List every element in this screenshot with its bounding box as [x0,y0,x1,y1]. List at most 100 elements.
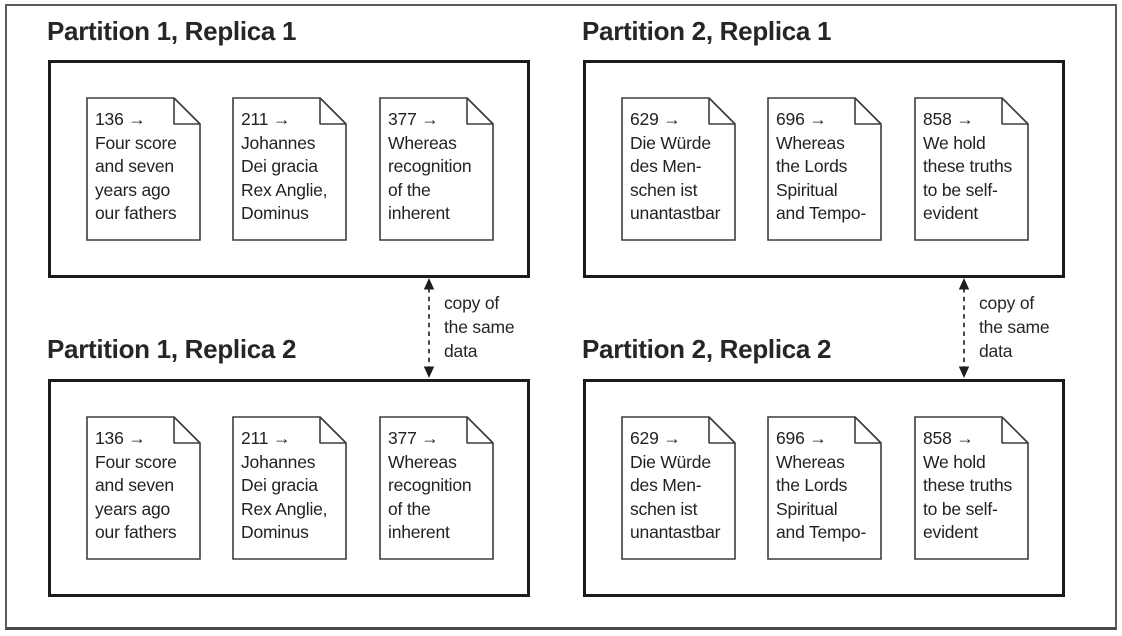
double-arrow-icon [958,278,970,378]
doc-line: Whereas [776,132,845,153]
panel-title-partition1-replica2: Partition 1, Replica 2 [47,334,297,364]
document-icon: 377 → Whereas recognition of the inheren… [379,97,494,241]
doc-line: Rex Anglie, [241,179,328,200]
doc-line: Dei gracia [241,475,318,495]
document-icon: 858 → We hold these truths to be self- e… [914,416,1029,560]
doc-line: years ago [95,179,171,200]
link-label-line: data [979,341,1013,361]
doc-line: des Men- [630,475,702,495]
panel-box-partition2-replica2: 629 → Die Würde des Men- schen ist unant… [583,379,1065,597]
document-icon: 629 → Die Würde des Men- schen ist unant… [621,416,736,560]
doc-line: schen ist [630,179,698,200]
doc-line: to be self- [923,498,998,519]
replication-link-partition2: copy of the same data [956,278,1050,378]
doc-line: of the [388,179,431,200]
document-page-icon [914,97,1029,241]
document-page-icon [86,416,201,560]
doc-line: Whereas [776,451,845,472]
doc-line: these truths [923,475,1013,495]
document-text: 696 → Whereas the Lords Spiritual and Te… [776,108,881,226]
doc-key-line: 136 → [95,428,146,448]
document-text: 136 → Four score and seven years ago our… [95,108,200,226]
document-page-icon [379,416,494,560]
folded-corner-icon [173,97,201,125]
link-label-line: copy of [979,293,1035,313]
folded-corner-icon [854,416,882,444]
replication-link-partition1: copy of the same data [421,278,515,378]
doc-line: recognition [388,156,472,176]
document-text: 696 → Whereas the Lords Spiritual and Te… [776,427,881,545]
panel-box-partition1-replica2: 136 → Four score and seven years ago our… [48,379,530,597]
link-label-line: copy of [444,293,500,313]
document-text: 858 → We hold these truths to be self- e… [923,108,1028,226]
doc-line: unantastbar [630,203,721,223]
folded-corner-icon [173,416,201,444]
doc-line: We hold [923,132,986,153]
folded-corner-icon [1001,97,1029,125]
doc-key-line: 211 → [241,109,291,129]
doc-line: Spiritual [776,498,838,519]
doc-line: We hold [923,451,986,472]
double-arrow-icon [423,278,435,378]
document-icon: 211 → Johannes Dei gracia Rex Anglie, Do… [232,416,347,560]
doc-line: Dominus [241,522,309,542]
panel-title-partition2-replica2: Partition 2, Replica 2 [582,334,832,364]
doc-line: evident [923,203,979,223]
doc-key-line: 629 → [630,109,681,129]
folded-corner-icon [854,97,882,125]
panel-title-partition1-replica1: Partition 1, Replica 1 [47,16,297,46]
doc-key-line: 377 → [388,428,439,448]
link-label-line: data [444,341,478,361]
document-icon: 136 → Four score and seven years ago our… [86,416,201,560]
folded-corner-icon [319,97,347,125]
folded-corner-icon [466,97,494,125]
doc-line: Spiritual [776,179,838,200]
doc-line: Whereas [388,132,457,153]
document-icon: 696 → Whereas the Lords Spiritual and Te… [767,416,882,560]
document-text: 211 → Johannes Dei gracia Rex Anglie, Do… [241,427,346,545]
document-page-icon [232,97,347,241]
document-text: 629 → Die Würde des Men- schen ist unant… [630,427,735,545]
document-icon: 858 → We hold these truths to be self- e… [914,97,1029,241]
doc-key-line: 858 → [923,109,974,129]
doc-line: Die Würde [630,132,711,153]
link-label-line: the same [979,317,1050,337]
doc-key-line: 858 → [923,428,974,448]
doc-line: schen ist [630,498,698,519]
document-page-icon [86,97,201,241]
doc-line: the Lords [776,475,848,495]
doc-line: and seven [95,475,174,495]
doc-line: Dominus [241,203,309,223]
document-icon: 136 → Four score and seven years ago our… [86,97,201,241]
doc-line: to be self- [923,179,998,200]
document-text: 377 → Whereas recognition of the inheren… [388,108,493,226]
folded-corner-icon [708,416,736,444]
link-label: copy of the same data [979,291,1050,363]
doc-key-line: 696 → [776,109,827,129]
doc-line: recognition [388,475,472,495]
doc-key-line: 136 → [95,109,146,129]
document-page-icon [232,416,347,560]
document-text: 211 → Johannes Dei gracia Rex Anglie, Do… [241,108,346,226]
document-text: 136 → Four score and seven years ago our… [95,427,200,545]
document-icon: 629 → Die Würde des Men- schen ist unant… [621,97,736,241]
folded-corner-icon [319,416,347,444]
doc-line: and Tempo- [776,203,867,223]
doc-line: Rex Anglie, [241,498,328,519]
document-icon: 696 → Whereas the Lords Spiritual and Te… [767,97,882,241]
doc-line: des Men- [630,156,702,176]
document-page-icon [621,97,736,241]
doc-line: inherent [388,522,450,542]
doc-line: and Tempo- [776,522,867,542]
doc-line: Johannes [241,451,316,472]
doc-line: Johannes [241,132,316,153]
link-label: copy of the same data [444,291,515,363]
document-text: 858 → We hold these truths to be self- e… [923,427,1028,545]
document-page-icon [767,97,882,241]
panel-box-partition1-replica1: 136 → Four score and seven years ago our… [48,60,530,278]
document-page-icon [767,416,882,560]
doc-line: Die Würde [630,451,711,472]
folded-corner-icon [708,97,736,125]
doc-line: Four score [95,132,177,153]
